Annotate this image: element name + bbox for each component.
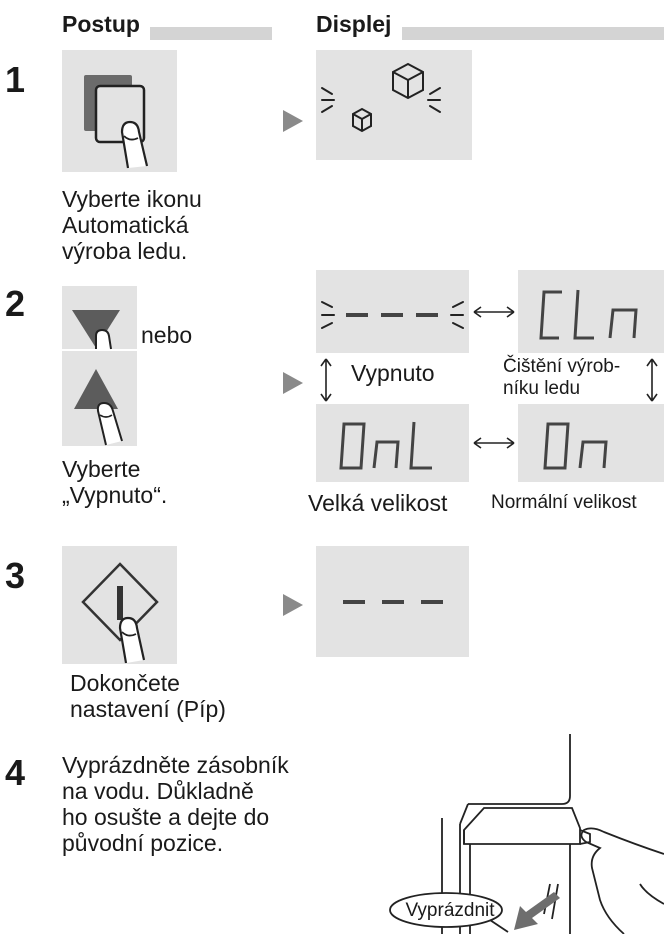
- display-header: Displej: [316, 11, 392, 37]
- up-arrow-button-panel: [62, 351, 137, 446]
- cleaning-label-line: níku ledu: [503, 378, 581, 399]
- step-3-number: 3: [5, 555, 26, 596]
- step-2-caption-line: Vyberte: [62, 456, 141, 482]
- vertical-double-arrow-icon: [646, 358, 658, 402]
- ice-display-panel: [316, 50, 472, 160]
- arrow-right-icon: [283, 372, 303, 394]
- up-triangle-icon: [74, 369, 123, 446]
- step-4-caption: Vyprázdněte zásobník na vodu. Důkladně h…: [62, 752, 289, 856]
- step-2-number: 2: [5, 283, 26, 324]
- cleaning-label-line: Čištění výrob-: [503, 356, 621, 377]
- segment-display-cln: [539, 289, 638, 340]
- display-final-panel: [316, 546, 469, 657]
- arrow-right-icon: [283, 110, 303, 132]
- off-mode-label: Vypnuto: [351, 360, 435, 386]
- cleaning-mode-label: Čištění výrob- níku ledu: [503, 356, 620, 400]
- ice-cubes-icon: [321, 62, 441, 133]
- vertical-double-arrow-icon: [320, 358, 332, 402]
- step-2-caption: Vyberte „Vypnuto“.: [62, 456, 167, 508]
- step-1-caption-line: Automatická: [62, 212, 189, 238]
- segment-display-on: [543, 422, 608, 470]
- dashes-display: [343, 600, 443, 604]
- step-4-caption-line: Vyprázdněte zásobník: [62, 752, 289, 778]
- large-size-label: Velká velikost: [308, 490, 448, 516]
- step-1-caption: Vyberte ikonu Automatická výroba ledu.: [62, 186, 202, 264]
- step-1-caption-line: Vyberte ikonu: [62, 186, 202, 212]
- procedure-header: Postup: [62, 11, 140, 37]
- confirm-icon-panel: [62, 546, 177, 664]
- blinking-dashes-display: [321, 301, 464, 329]
- display-header-bar: [402, 27, 664, 40]
- step-3-caption-line: Dokončete: [70, 670, 180, 696]
- down-arrow-button-panel: [62, 286, 137, 350]
- finger-icon: [120, 120, 149, 169]
- display-off-panel: [316, 270, 469, 353]
- arrow-right-icon: [283, 594, 303, 616]
- display-normal-panel: [518, 404, 664, 482]
- water-tank-illustration: [389, 734, 664, 934]
- step-1-caption-line: výroba ledu.: [62, 238, 188, 264]
- procedure-header-bar: [150, 27, 272, 40]
- segment-display-onl: [339, 421, 432, 470]
- step-3-caption: Dokončete nastavení (Píp): [70, 670, 226, 722]
- normal-size-label: Normální velikost: [491, 492, 637, 513]
- down-triangle-icon: [72, 310, 120, 350]
- display-large-panel: [316, 404, 469, 482]
- display-cleaning-panel: [518, 270, 664, 353]
- step-4-caption-line: ho osušte a dejte do: [62, 804, 270, 830]
- step-2-caption-line: „Vypnuto“.: [62, 482, 168, 508]
- horizontal-double-arrow-icon: [473, 437, 515, 449]
- empty-callout-label: Vyprázdnit: [405, 900, 495, 921]
- step-4-number: 4: [5, 752, 26, 793]
- step-4-caption-line: na vodu. Důkladně: [62, 778, 254, 804]
- or-connector: nebo: [141, 322, 193, 348]
- step-4-caption-line: původní pozice.: [62, 830, 224, 856]
- step-3-caption-line: nastavení (Píp): [70, 696, 226, 722]
- confirm-diamond-icon: [81, 562, 159, 664]
- step-1-number: 1: [5, 59, 26, 100]
- horizontal-double-arrow-icon: [473, 306, 515, 318]
- auto-ice-icon-panel: [62, 50, 177, 172]
